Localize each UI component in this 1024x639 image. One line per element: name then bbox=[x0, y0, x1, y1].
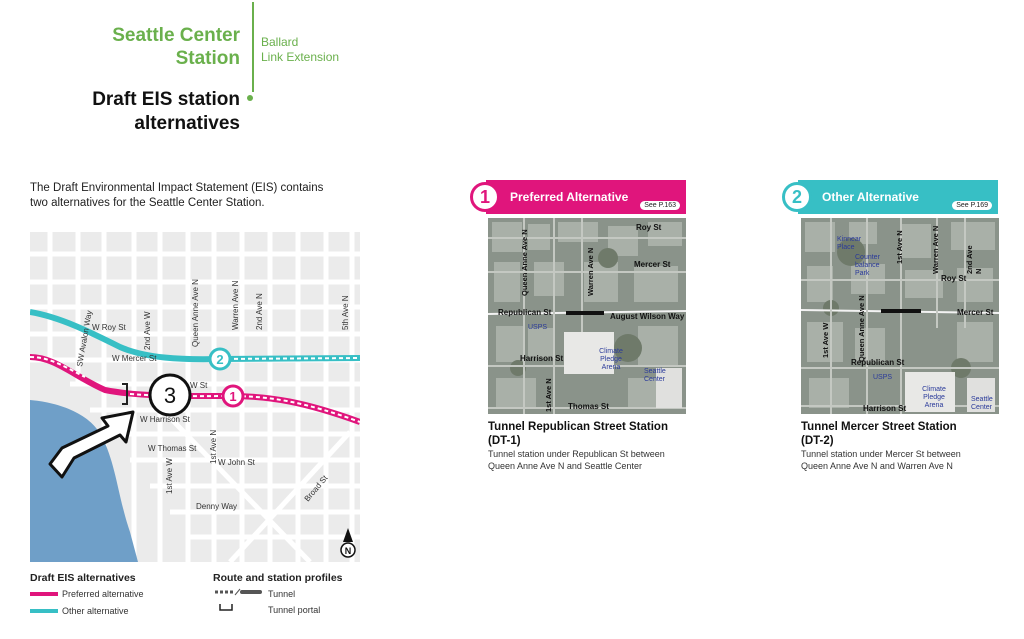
street-label-w-mercer: W Mercer St bbox=[112, 354, 157, 363]
alt2-desc-2: Queen Anne Ave N and Warren Ave N bbox=[801, 461, 953, 471]
arena-roof bbox=[905, 372, 955, 412]
alt2-title: Other Alternative bbox=[822, 190, 919, 204]
street-label-5th-ave-n: 5th Ave N bbox=[341, 295, 350, 330]
alt1-page-ref: See P.163 bbox=[640, 201, 680, 210]
alt1-panel-header: 1 Preferred Alternative See P.163 bbox=[470, 180, 686, 214]
street-label-1st-ave-n: 1st Ave N bbox=[209, 430, 218, 464]
alt1-station-title: Tunnel Republican Street Station bbox=[488, 421, 668, 433]
header-dot bbox=[247, 95, 253, 101]
legend-other-label: Other alternative bbox=[62, 606, 129, 616]
street-label-w-republican: W St bbox=[190, 381, 208, 390]
alt1-desc-1: Tunnel station under Republican St betwe… bbox=[488, 449, 665, 459]
page-title: Draft EIS station alternatives bbox=[92, 89, 240, 134]
street-label-w-thomas: W Thomas St bbox=[148, 444, 197, 453]
legend-tunnel-portal-icon bbox=[219, 604, 233, 611]
legend-preferred-label: Preferred alternative bbox=[62, 589, 144, 599]
legend-tunnel-label: Tunnel bbox=[268, 589, 296, 599]
callout-number: 3 bbox=[164, 383, 176, 408]
legend-profile-heading: Route and station profiles bbox=[213, 572, 343, 584]
alt2-station-code: (DT-2) bbox=[801, 435, 834, 447]
alt2-panel-header: 2 Other Alternative See P.169 bbox=[782, 180, 998, 214]
north-arrow-icon bbox=[343, 528, 353, 542]
street-label-1st-ave-w: 1st Ave W bbox=[165, 458, 174, 494]
alt1-aerial-photo: Roy St Mercer St Republican St August Wi… bbox=[488, 218, 686, 414]
intro-text: The Draft Environmental Impact Statement… bbox=[30, 182, 324, 209]
street-label-warren: Warren Ave N bbox=[231, 280, 240, 330]
callout-arrow bbox=[48, 410, 135, 479]
station-marker-other-number: 2 bbox=[216, 352, 223, 367]
preferred-alt-tunnel-west bbox=[30, 356, 86, 378]
station-marker-preferred bbox=[221, 384, 245, 408]
legend-tunnel-portal-label: Tunnel portal bbox=[268, 605, 321, 615]
project-name: Ballard Link Extension bbox=[261, 35, 340, 64]
station-name: Seattle Center Station bbox=[112, 25, 240, 69]
north-label: N bbox=[345, 546, 352, 556]
street-label-w-john: W John St bbox=[218, 458, 256, 467]
overview-map-svg: 2 1 3 W Roy St W Mercer St W St W Harris… bbox=[30, 232, 360, 562]
alt2-number-badge: 2 bbox=[782, 182, 812, 212]
alt1-station-code: (DT-1) bbox=[488, 435, 521, 447]
station-marker-other bbox=[208, 347, 232, 371]
north-circle bbox=[340, 542, 356, 558]
alt1-number-badge: 1 bbox=[470, 182, 500, 212]
alt2-page-ref: See P.169 bbox=[952, 201, 992, 210]
legend-alt-heading: Draft EIS alternatives bbox=[30, 572, 136, 584]
street-label-w-harrison: W Harrison St bbox=[140, 415, 191, 424]
arena-roof bbox=[564, 332, 614, 374]
elliott-bay-water bbox=[30, 400, 138, 562]
header-divider bbox=[252, 2, 254, 92]
alt1-desc-2: Queen Anne Ave N and Seattle Center bbox=[488, 461, 642, 471]
legend-preferred-swatch bbox=[30, 592, 58, 596]
alt2-aerial-photo: Kinnear Place Counter balance Park 1st A… bbox=[801, 218, 999, 414]
other-alt-route bbox=[30, 309, 360, 363]
alt1-station-info: Tunnel Republican Street Station (DT-1) … bbox=[488, 420, 698, 472]
alt2-station-title: Tunnel Mercer Street Station bbox=[801, 421, 957, 433]
street-label-w-roy: W Roy St bbox=[92, 323, 127, 332]
street-label-2nd-ave-n: 2nd Ave N bbox=[255, 293, 264, 330]
callout-circle bbox=[148, 373, 192, 417]
station-marker-preferred-number: 1 bbox=[229, 389, 236, 404]
legend-other-swatch bbox=[30, 609, 58, 613]
alt2-station-info: Tunnel Mercer Street Station (DT-2) Tunn… bbox=[801, 420, 1011, 472]
alt1-title: Preferred Alternative bbox=[510, 190, 629, 204]
tunnel-portal-marker bbox=[122, 383, 128, 405]
street-label-queen-anne: Queen Anne Ave N bbox=[191, 279, 200, 347]
overview-map: 2 1 3 W Roy St W Mercer St W St W Harris… bbox=[30, 232, 360, 562]
other-alt-tunnel bbox=[219, 357, 360, 360]
street-label-denny: Denny Way bbox=[196, 502, 237, 511]
alt2-desc-1: Tunnel station under Mercer St between bbox=[801, 449, 961, 459]
street-label-2nd-ave-w: 2nd Ave W bbox=[143, 311, 152, 350]
legend-tunnel-icon bbox=[215, 588, 262, 596]
